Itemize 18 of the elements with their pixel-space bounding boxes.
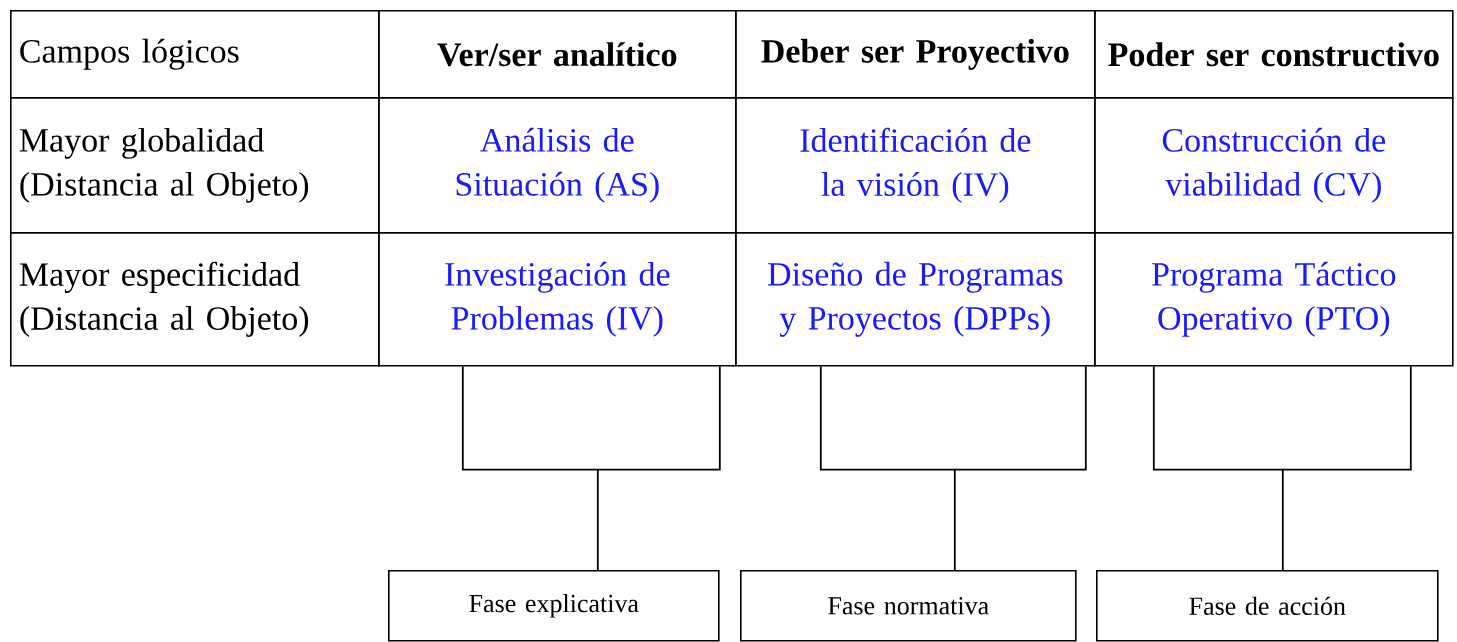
table-cell: Identificación de la visión (IV) <box>735 97 1096 234</box>
table-cell: Deber ser Proyectivo <box>735 10 1096 99</box>
phase-box: Fase normativa <box>740 570 1077 642</box>
table-cell: Campos lógicos <box>10 10 380 99</box>
phase-box: Fase de acción <box>1096 570 1439 642</box>
phase-box: Fase explicativa <box>388 570 720 642</box>
table-cell: Investigación de Problemas (IV) <box>378 232 737 367</box>
table-cell: Ver/ser analítico <box>378 10 737 99</box>
bracket-connector <box>461 365 721 571</box>
bracket-connector <box>1152 365 1412 571</box>
table-cell: Análisis de Situación (AS) <box>378 97 737 234</box>
table-cell: Mayor globalidad (Distancia al Objeto) <box>10 97 380 234</box>
bracket-connector <box>819 365 1087 571</box>
table-cell: Poder ser constructivo <box>1094 10 1454 99</box>
table-cell: Mayor especificidad (Distancia al Objeto) <box>10 232 380 367</box>
table-cell: Diseño de Programas y Proyectos (DPPs) <box>735 232 1096 367</box>
table-cell: Construcción de viabilidad (CV) <box>1094 97 1454 234</box>
table-cell: Programa Táctico Operativo (PTO) <box>1094 232 1454 367</box>
